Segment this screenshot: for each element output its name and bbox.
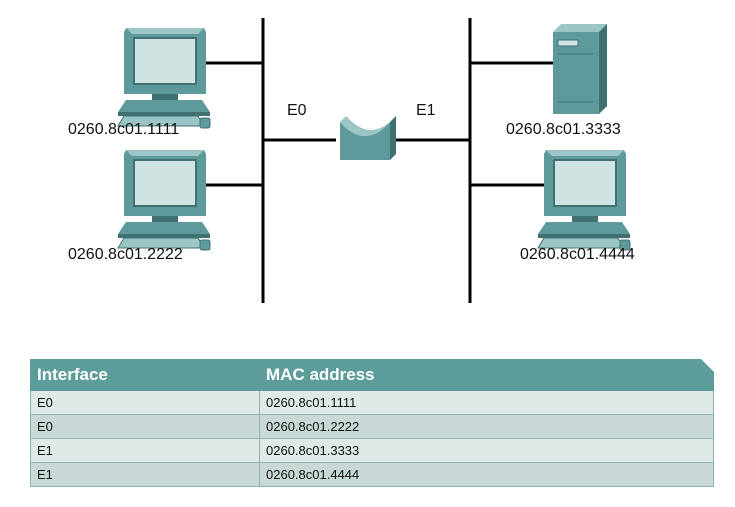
mac-address-cell: 0260.8c01.2222 (259, 414, 714, 439)
table-row: E1 0260.8c01.3333 (30, 438, 714, 463)
workstation-icon (117, 28, 211, 129)
workstation-icon (537, 150, 631, 251)
workstation-icon (117, 150, 211, 251)
interface-cell: E1 (30, 462, 260, 487)
table-row: E0 0260.8c01.2222 (30, 414, 714, 439)
mac-address-table: Interface MAC address E0 0260.8c01.1111 … (30, 359, 714, 487)
column-header-interface: Interface (30, 359, 260, 391)
host-mac-label: 0260.8c01.3333 (506, 121, 621, 138)
table-row: E0 0260.8c01.1111 (30, 390, 714, 415)
host-mac-label: 0260.8c01.2222 (68, 246, 183, 263)
server-icon (553, 24, 607, 114)
interface-cell: E0 (30, 414, 260, 439)
table-row: E1 0260.8c01.4444 (30, 462, 714, 487)
bridge-icon (340, 116, 396, 160)
mac-address-cell: 0260.8c01.3333 (259, 438, 714, 463)
header-corner-notch (701, 359, 715, 373)
interface-cell: E1 (30, 438, 260, 463)
column-header-mac-address: MAC address (259, 359, 714, 391)
network-diagram (117, 18, 631, 303)
mac-address-cell: 0260.8c01.4444 (259, 462, 714, 487)
host-mac-label: 0260.8c01.1111 (68, 121, 180, 138)
table-header-row: Interface MAC address (30, 359, 714, 391)
interface-cell: E0 (30, 390, 260, 415)
port-label-e1: E1 (416, 102, 436, 119)
mac-address-cell: 0260.8c01.1111 (259, 390, 714, 415)
host-mac-label: 0260.8c01.4444 (520, 246, 635, 263)
port-label-e0: E0 (287, 102, 307, 119)
